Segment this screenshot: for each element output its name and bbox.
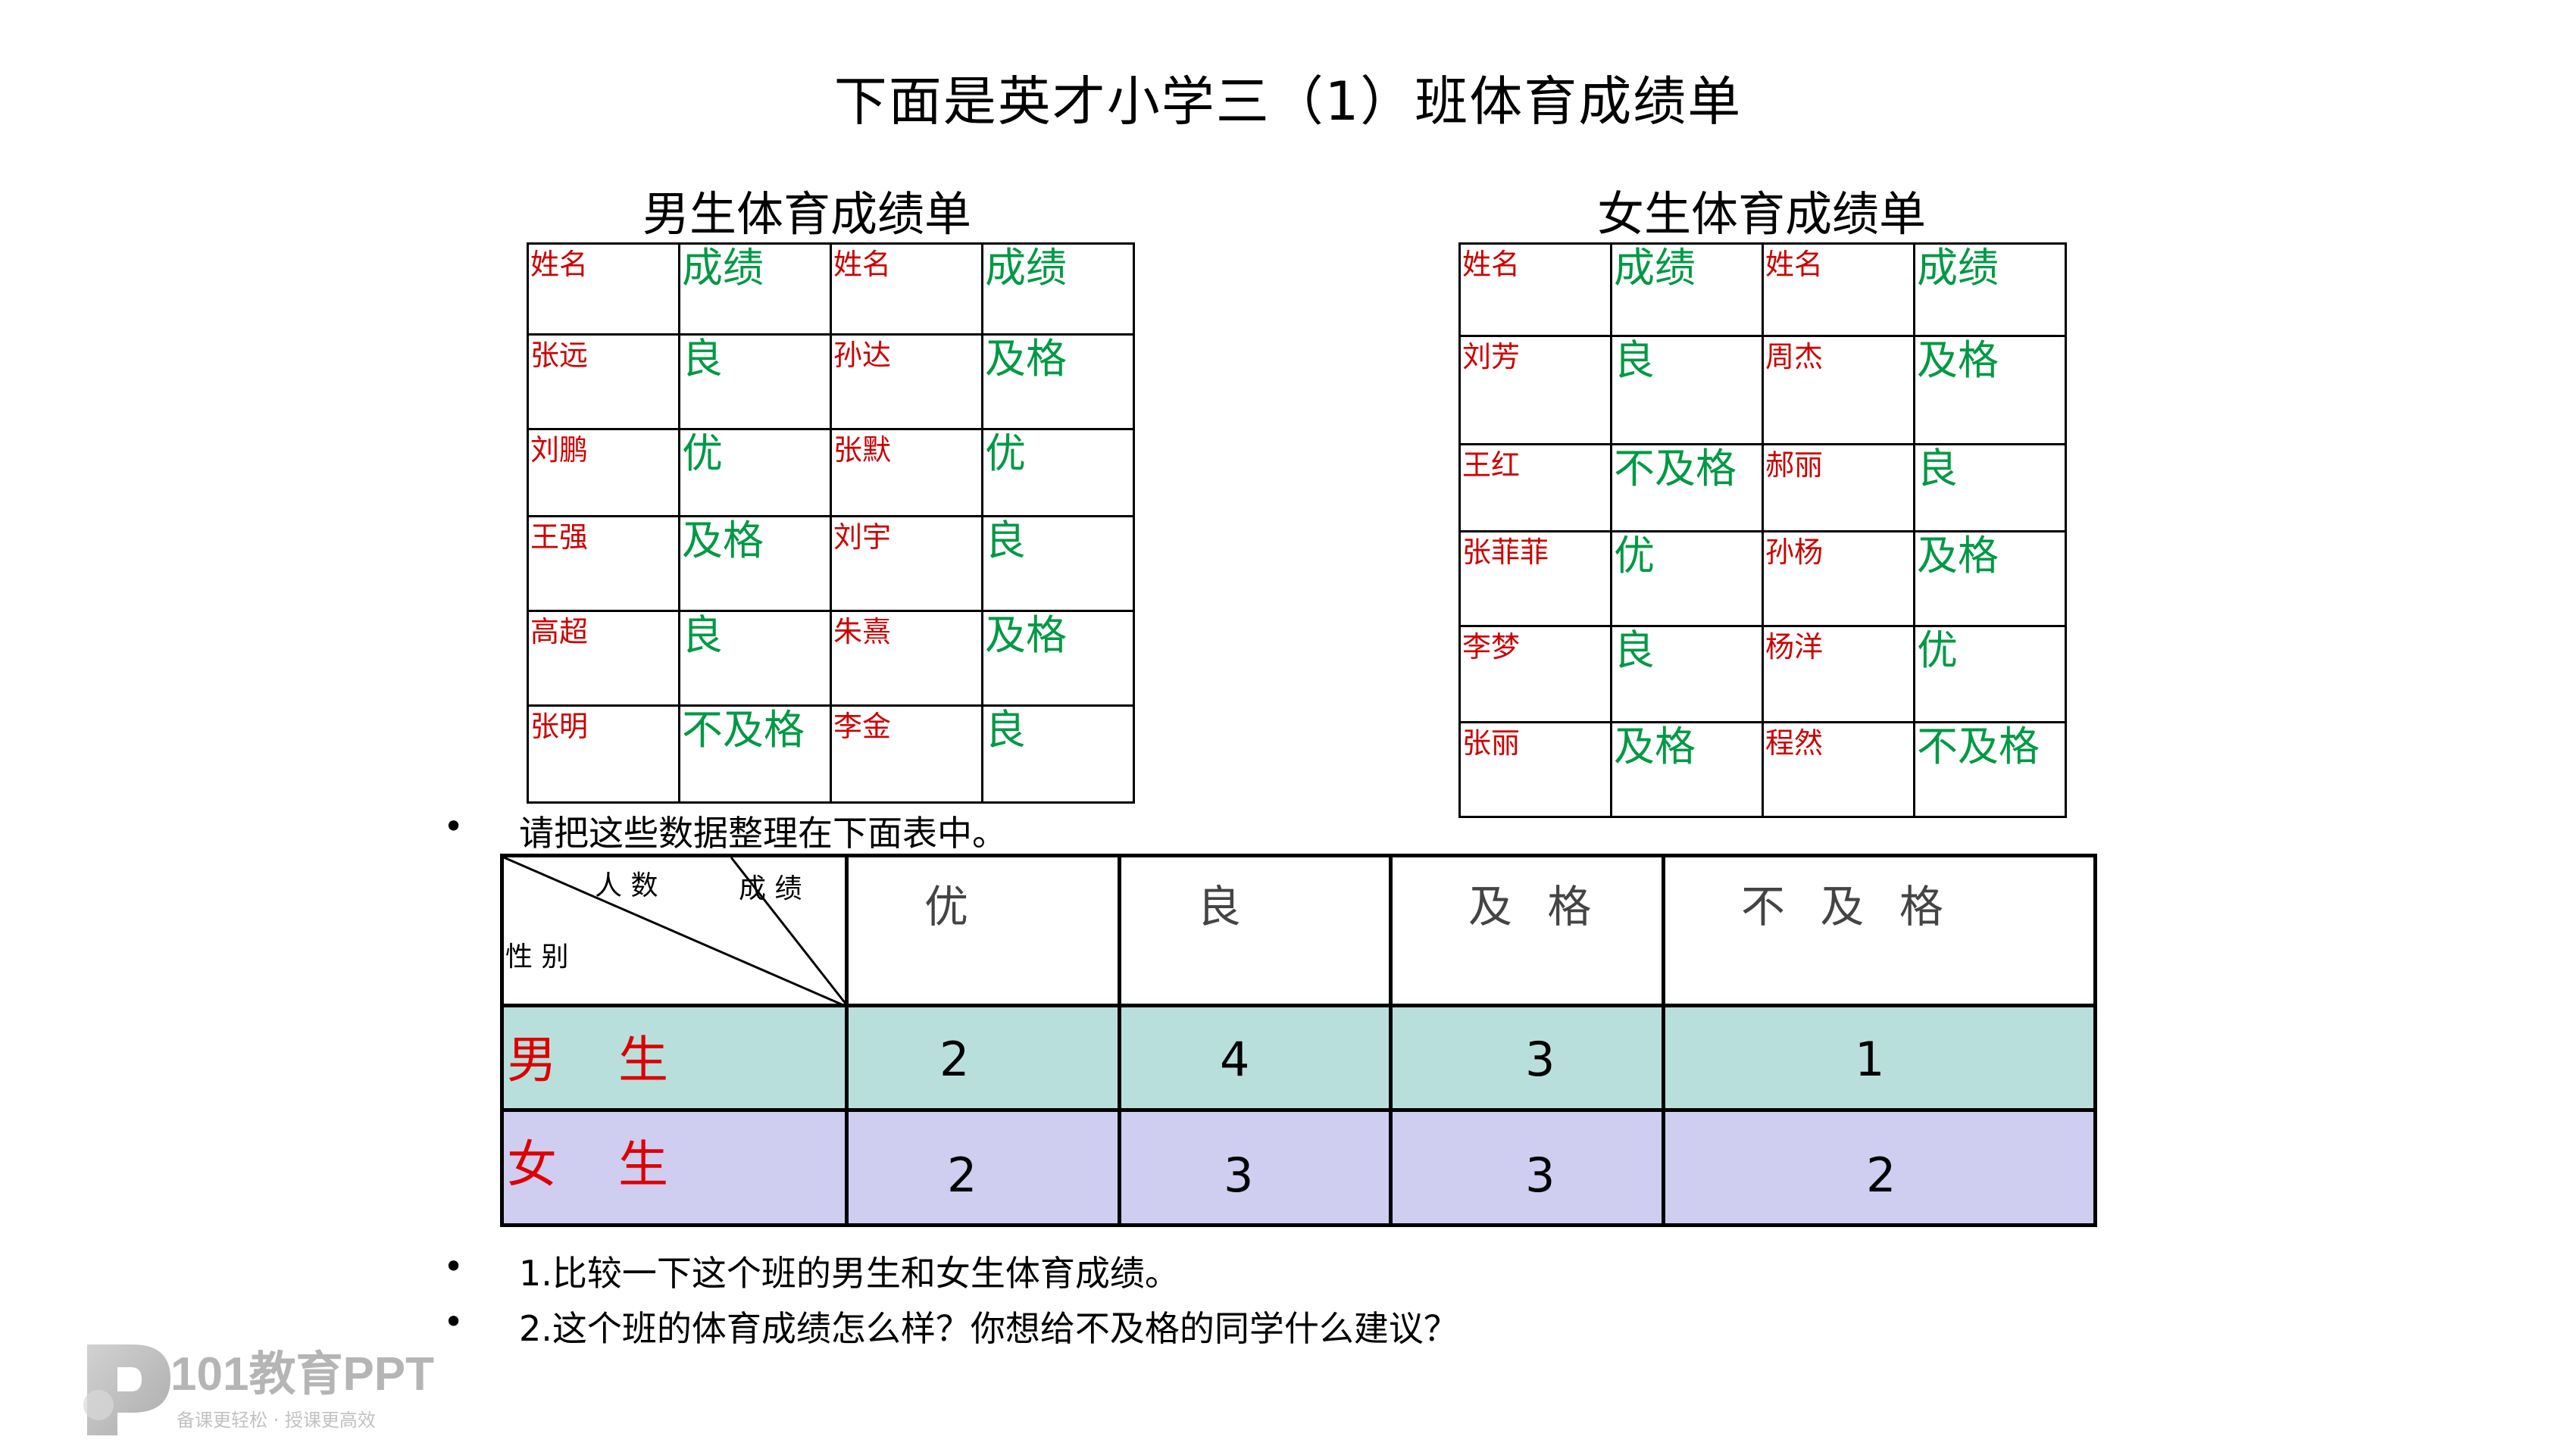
count-cell: 2 <box>845 1004 1121 1112</box>
logo-tagline: 备课更轻松 · 授课更高效 <box>177 1410 376 1431</box>
column-header-fail: 不 及 格 <box>1662 854 2097 1007</box>
student-name: 张菲菲 <box>1458 530 1612 627</box>
corner-gender-label: 性 别 <box>505 942 569 973</box>
student-grade: 不及格 <box>1913 721 2067 818</box>
instruction-text: 请把这些数据整理在下面表中。 <box>519 813 1007 854</box>
header-name: 姓名 <box>830 242 983 336</box>
student-name: 杨洋 <box>1762 625 1915 723</box>
table-row: 张远 良 孙达 及格 <box>527 333 1135 430</box>
girls-grade-table: 姓名 成绩 姓名 成绩 刘芳 良 周杰 及格 王红 不及格 郝丽 良 张菲菲 优… <box>1458 242 2067 818</box>
header-name: 姓名 <box>527 242 680 336</box>
student-name: 李梦 <box>1458 625 1612 723</box>
table-row: 张明 不及格 李金 良 <box>527 704 1135 804</box>
count-cell: 3 <box>1118 1108 1393 1227</box>
summary-table: 人 数 成 绩 性 别 优 良 及 格 不 及 格 男 生 2 4 3 1 女 … <box>500 854 2097 1227</box>
student-grade: 优 <box>981 428 1135 517</box>
corner-people-label: 人 数 <box>595 870 658 901</box>
student-grade: 优 <box>1913 625 2067 723</box>
corner-cell: 人 数 成 绩 性 别 <box>500 854 849 1007</box>
header-name: 姓名 <box>1762 242 1915 337</box>
student-name: 王红 <box>1458 443 1612 532</box>
student-name: 张明 <box>527 704 680 804</box>
count-cell: 2 <box>845 1108 1121 1227</box>
watermark-logo: 101教育PPT 备课更轻松 · 授课更高效 <box>72 1329 496 1446</box>
summary-header-row: 人 数 成 绩 性 别 优 良 及 格 不 及 格 <box>500 854 2097 1007</box>
header-name: 姓名 <box>1458 242 1612 337</box>
summary-row-girls: 女 生 2 3 3 2 <box>500 1108 2097 1227</box>
table-row: 高超 良 朱熹 及格 <box>527 610 1135 707</box>
corner-grade-label: 成 绩 <box>739 873 802 904</box>
row-label-boys: 男 生 <box>500 1004 849 1112</box>
count-cell: 3 <box>1389 1004 1665 1112</box>
boys-grade-table: 姓名 成绩 姓名 成绩 张远 良 孙达 及格 刘鹏 优 张默 优 王强 及格 刘… <box>527 242 1135 804</box>
bullet-icon: • <box>443 1246 464 1287</box>
student-grade: 良 <box>981 704 1135 804</box>
bullet-icon: • <box>443 1301 464 1342</box>
student-name: 王强 <box>527 515 680 612</box>
student-name: 孙达 <box>830 333 983 430</box>
count-cell: 3 <box>1389 1108 1665 1227</box>
column-header-good: 良 <box>1118 854 1393 1007</box>
student-name: 张丽 <box>1458 721 1612 818</box>
student-name: 刘鹏 <box>527 428 680 517</box>
student-name: 刘芳 <box>1458 335 1612 445</box>
table-row: 张丽 及格 程然 不及格 <box>1458 721 2067 818</box>
logo-icon: 101教育PPT 备课更轻松 · 授课更高效 <box>83 1344 434 1435</box>
student-name: 刘宇 <box>830 515 983 612</box>
student-name: 周杰 <box>1762 335 1915 445</box>
diagonal-lines <box>504 857 849 1007</box>
student-name: 孙杨 <box>1762 530 1915 627</box>
row-label-girls: 女 生 <box>500 1108 849 1227</box>
student-grade: 良 <box>1610 625 1764 723</box>
table-row: 王强 及格 刘宇 良 <box>527 515 1135 612</box>
table-row: 王红 不及格 郝丽 良 <box>1458 443 2067 532</box>
student-grade: 及格 <box>981 333 1135 430</box>
student-grade: 及格 <box>981 610 1135 707</box>
student-name: 高超 <box>527 610 680 707</box>
page-title: 下面是英才小学三（1）班体育成绩单 <box>833 70 1743 133</box>
student-grade: 良 <box>678 610 832 707</box>
student-grade: 不及格 <box>1610 443 1764 532</box>
question-text: 2.这个班的体育成绩怎么样？你想给不及格的同学什么建议？ <box>519 1308 1458 1349</box>
student-name: 朱熹 <box>830 610 983 707</box>
student-grade: 及格 <box>1913 335 2067 445</box>
student-grade: 及格 <box>678 515 832 612</box>
bullet-icon: • <box>443 806 464 847</box>
table-row: 李梦 良 杨洋 优 <box>1458 625 2067 723</box>
student-grade: 及格 <box>1913 530 2067 627</box>
count-cell: 4 <box>1118 1004 1393 1112</box>
table-row: 张菲菲 优 孙杨 及格 <box>1458 530 2067 627</box>
header-grade: 成绩 <box>1913 242 2067 337</box>
student-name: 李金 <box>830 704 983 804</box>
girls-table-title: 女生体育成绩单 <box>1596 186 1926 242</box>
student-grade: 及格 <box>1610 721 1764 818</box>
student-name: 郝丽 <box>1762 443 1915 532</box>
logo-text: 101教育PPT <box>170 1348 434 1401</box>
header-grade: 成绩 <box>678 242 832 336</box>
student-name: 张默 <box>830 428 983 517</box>
table-header-row: 姓名 成绩 姓名 成绩 <box>1458 242 2067 337</box>
header-grade: 成绩 <box>1610 242 1764 337</box>
student-grade: 良 <box>981 515 1135 612</box>
column-header-excellent: 优 <box>845 854 1121 1007</box>
student-grade: 良 <box>1913 443 2067 532</box>
count-cell: 2 <box>1662 1108 2097 1227</box>
student-grade: 优 <box>678 428 832 517</box>
student-grade: 良 <box>678 333 832 430</box>
student-grade: 良 <box>1610 335 1764 445</box>
question-text: 1.比较一下这个班的男生和女生体育成绩。 <box>519 1253 1180 1294</box>
student-grade: 优 <box>1610 530 1764 627</box>
student-name: 程然 <box>1762 721 1915 818</box>
count-cell: 1 <box>1662 1004 2097 1112</box>
student-name: 张远 <box>527 333 680 430</box>
summary-row-boys: 男 生 2 4 3 1 <box>500 1004 2097 1112</box>
table-row: 刘鹏 优 张默 优 <box>527 428 1135 517</box>
table-row: 刘芳 良 周杰 及格 <box>1458 335 2067 445</box>
column-header-pass: 及 格 <box>1389 854 1665 1007</box>
header-grade: 成绩 <box>981 242 1135 336</box>
table-header-row: 姓名 成绩 姓名 成绩 <box>527 242 1135 336</box>
boys-table-title: 男生体育成绩单 <box>642 186 971 242</box>
student-grade: 不及格 <box>678 704 832 804</box>
